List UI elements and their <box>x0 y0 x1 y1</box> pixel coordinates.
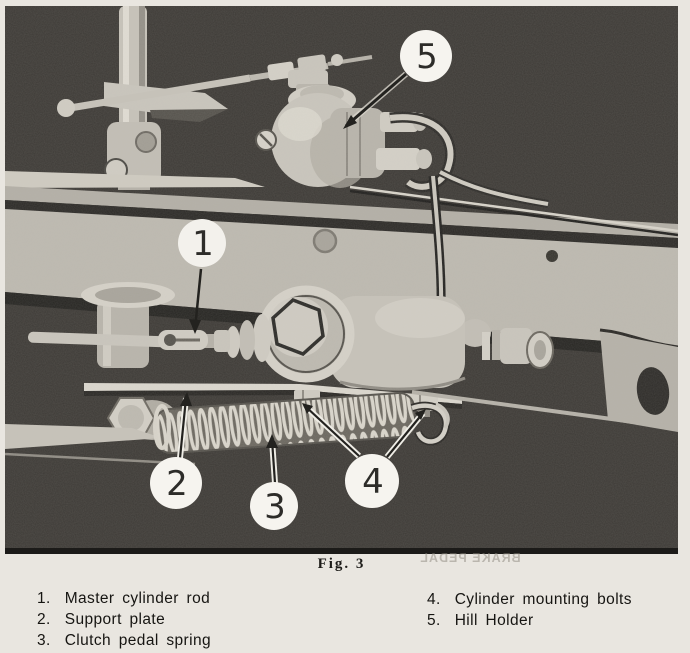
leader-line-2 <box>177 392 192 459</box>
leader-line-5 <box>343 71 408 129</box>
legend-item-number: 3. <box>37 632 51 649</box>
photo-bottom-border <box>5 548 678 554</box>
leader-line-1 <box>189 268 203 334</box>
callout-1-number: 1 <box>192 224 214 264</box>
legend-item-number: 4. <box>427 591 441 608</box>
legend-item-number: 2. <box>37 611 51 628</box>
legend-item-label: Clutch pedal spring <box>64 632 212 649</box>
callout-4-number: 4 <box>362 462 384 502</box>
legend-left-column: 1. Master cylinder rod 2. Support plate … <box>37 588 367 651</box>
legend-item-number: 1. <box>37 590 51 607</box>
callout-5: 5 <box>400 30 452 82</box>
legend-item-4: 4. Cylinder mounting bolts <box>427 589 687 610</box>
legend-item-5: 5. Hill Holder <box>427 610 687 631</box>
legend-item-number: 5. <box>427 612 441 629</box>
callout-2: 2 <box>150 457 202 509</box>
legend-item-1: 1. Master cylinder rod <box>37 588 367 609</box>
legend-item-label: Cylinder mounting bolts <box>454 591 632 608</box>
callout-2-number: 2 <box>166 464 188 504</box>
callout-leaders <box>177 71 426 484</box>
legend-item-label: Hill Holder <box>454 612 534 629</box>
callout-1: 1 <box>178 219 226 267</box>
photo-grain-texture <box>5 6 678 554</box>
leader-line-3 <box>266 434 278 484</box>
legend-right-column: 4. Cylinder mounting bolts 5. Hill Holde… <box>427 589 687 631</box>
legend-item-3: 3. Clutch pedal spring <box>37 630 367 651</box>
photo-figure: 1 2 3 4 5 <box>5 6 678 554</box>
legend-item-label: Support plate <box>64 611 166 628</box>
callout-5-number: 5 <box>416 37 438 77</box>
legend-item-2: 2. Support plate <box>37 609 367 630</box>
leader-line-4 <box>302 403 426 459</box>
callout-4: 4 <box>345 454 399 508</box>
callout-3-number: 3 <box>264 487 286 527</box>
figure-caption: Fig. 3 <box>317 556 366 572</box>
legend-item-label: Master cylinder rod <box>64 590 211 607</box>
callout-3: 3 <box>250 482 298 530</box>
